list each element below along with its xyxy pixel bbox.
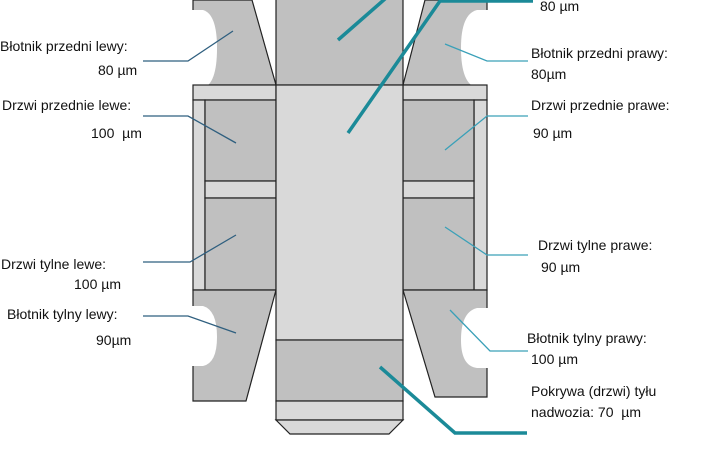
roof-cabin xyxy=(275,84,404,341)
rear-door-right-value: 90 µm xyxy=(541,259,581,275)
leader-lines xyxy=(143,30,237,334)
hood xyxy=(275,0,404,86)
rear-door-left-label: Drzwi tylne lewe: xyxy=(1,256,107,272)
leader-rear-fender-right xyxy=(449,309,528,352)
front-door-left-label: Drzwi przednie lewe: xyxy=(2,97,132,113)
leader-front-fender-left xyxy=(143,30,234,62)
front-door-left-value: 100 µm xyxy=(91,125,142,141)
rear-fender-left-value: 90µm xyxy=(96,332,132,348)
sill-front-right xyxy=(402,84,488,101)
body-strip-right xyxy=(473,99,488,291)
front-door-right-label: Drzwi przednie prawe: xyxy=(531,97,670,113)
front-fender-right-value: 80µm xyxy=(531,66,567,82)
leader-rear-fender-left xyxy=(143,315,237,334)
front-fender-left-value: 80 µm xyxy=(98,62,138,78)
front-door-right xyxy=(402,99,475,182)
wheel-arch-rear-left xyxy=(192,306,217,366)
tailgate-label: Pokrywa (drzwi) tyłu xyxy=(531,383,657,399)
rear-door-left-value: 100 µm xyxy=(74,276,121,292)
body-strip-left xyxy=(192,99,206,291)
front-fender-left-label: Błotnik przedni lewy: xyxy=(0,38,128,54)
leader-rear-door-left xyxy=(143,234,237,263)
leader-roof xyxy=(346,0,533,135)
pillar-right xyxy=(402,180,475,199)
rear-bumper xyxy=(275,400,404,421)
rear-bumper-lower xyxy=(274,419,405,435)
rear-fender-left-label: Błotnik tylny lewy: xyxy=(7,306,118,322)
wheel-arch-rear-right xyxy=(461,308,488,368)
rear-door-right xyxy=(402,197,475,291)
tailgate-value: nadwozia: 70 µm xyxy=(531,404,642,420)
leader-front-door-right xyxy=(444,115,528,151)
wheel-arch-front-left xyxy=(192,10,217,88)
front-fender-right-label: Błotnik przedni prawy: xyxy=(531,45,668,61)
wheel-arch-front-right xyxy=(461,10,488,88)
leader-hood xyxy=(336,0,387,42)
sill-front-left xyxy=(192,84,277,101)
front-door-left xyxy=(204,99,277,182)
top-right-value: 80 µm xyxy=(540,0,580,14)
rear-fender-right-value: 100 µm xyxy=(531,351,578,367)
leader-front-fender-right xyxy=(444,43,528,62)
leader-tailgate xyxy=(378,365,527,435)
leader-rear-door-right xyxy=(444,226,528,256)
front-door-right-value: 90 µm xyxy=(533,125,573,141)
rear-door-left xyxy=(204,197,277,291)
rear-fender-right-label: Błotnik tylny prawy: xyxy=(527,330,647,346)
pillar-left xyxy=(204,180,277,199)
leader-front-door-left xyxy=(143,115,237,144)
rear-door-right-label: Drzwi tylne prawe: xyxy=(538,237,653,253)
